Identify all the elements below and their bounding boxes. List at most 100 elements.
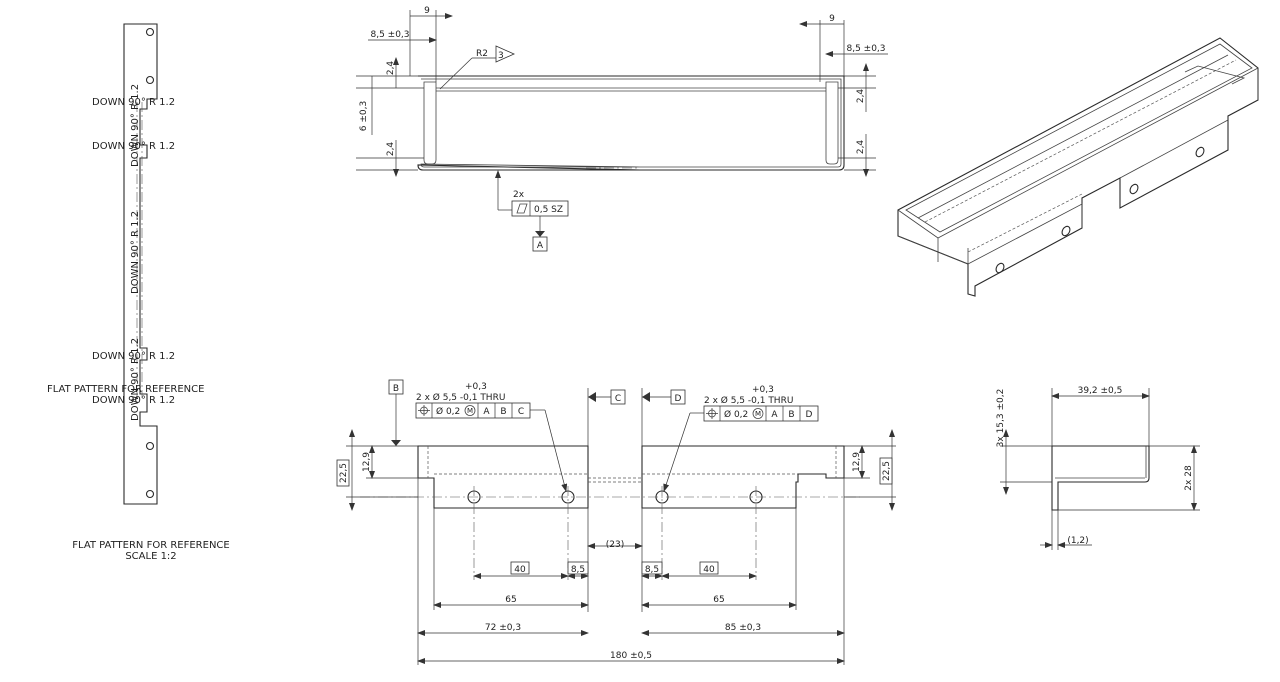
dim-9-left: 9 [424,6,430,16]
dim-85-right: 8,5 ±0,3 [846,44,885,54]
hole-left-fcf-datum: C [518,407,524,417]
iso-hole [1195,146,1205,158]
bend-note: DOWN 90° R 1.2 [92,395,175,406]
dim-85-left: 8,5 ±0,3 [370,30,409,40]
hole-right-fcf: Ø 0,2 M A B D [703,405,819,422]
dim-24-b: 2,4 [386,142,396,157]
dim-85-total: 85 ±0,3 [725,623,761,633]
top-right-return [825,81,839,165]
datum-d-box [670,389,686,405]
iso-hidden-edge [967,193,1083,253]
side-view: 39,2 ±0,5 3x 15,3 ±0,2 2x 28 (1,2) [996,386,1200,550]
mmc-icon [752,408,764,419]
iso-left-tab [967,203,1083,265]
side-profile [1051,445,1150,511]
iso-tray-inner [905,43,1253,233]
dim-40-right-box [699,561,719,575]
bend-note-vertical: DOWN 90° R 1.2 [130,211,141,294]
top-view: 9 8,5 ±0,3 R2 3 9 8,5 ±0,3 2,4 6 ±0,3 2,… [356,6,888,252]
flat-pattern-overlap-label: FLAT PATTERN FOR REFERENCE [47,384,204,395]
front-view: B C D +0,3 2 x Ø 5,5 -0,1 THRU [336,379,896,665]
hole-left-fcf-datum: A [483,407,490,417]
dim-28: 2x 28 [1184,465,1194,491]
dim-65-right: 65 [713,595,724,605]
flat-pattern-view: DOWN 90° R 1.2 DOWN 90° R 1.2 DOWN 90° R… [47,23,230,562]
hole-right-callout: 2 x Ø 5,5 -0,1 THRU [704,395,793,406]
dim-225-right-box [879,457,893,485]
radius-label: R2 [476,49,488,59]
iso-hole [1129,183,1139,195]
hole-right-tol-upper: +0,3 [752,385,774,395]
flat-hole [145,27,155,37]
datum-c: C [615,394,621,404]
bend-note: DOWN 90° R 1.2 [92,141,175,152]
dim-12: (1,2) [1067,536,1088,546]
datum-a: A [537,241,544,251]
dim-129-left: 12,9 [362,452,372,472]
bend-note: DOWN 90° R 1.2 [92,97,175,108]
hole-right-fcf-tol: Ø 0,2 [724,409,748,420]
iso-hole [995,262,1005,274]
dim-72: 72 ±0,3 [485,623,521,633]
hole-right-fcf-datum: A [771,410,778,420]
front-right-profile [641,445,845,509]
dim-85-left: 8,5 [571,565,585,575]
iso-inner-edge [917,54,1229,219]
flatness-count: 2x [513,190,525,200]
dim-40-left-box [510,561,530,575]
datum-a-box [532,236,548,252]
hole-left-tol-upper: +0,3 [465,382,487,392]
iso-return-flange [1184,65,1246,85]
dim-225-left: 22,5 [339,463,349,483]
hole-right-fcf-datum: D [806,410,813,420]
dim-24-a: 2,4 [386,61,396,76]
datum-c-box [610,389,626,405]
position-icon [418,405,430,416]
bend-note-vertical: DOWN 90° R 1.2 [130,338,141,421]
dim-85-left-box [567,561,589,575]
hole-left-fcf: Ø 0,2 M A B C [415,402,531,419]
flat-hole [145,75,155,85]
flat-hole [145,489,155,499]
dim-6: 6 ±0,3 [359,101,369,131]
dim-85-right-box [641,561,663,575]
flatness-value: 0,5 SZ [534,205,563,215]
iso-bottom-edge [897,235,969,265]
bend-note-vertical: DOWN 90° R 1.2 [130,84,141,167]
hole-left-fcf-tol: Ø 0,2 [436,406,460,417]
iso-hole [1061,225,1071,237]
dim-9-right: 9 [829,14,835,24]
dim-40-left: 40 [514,565,526,575]
flatness-icon [516,203,528,214]
datum-b: B [393,384,399,394]
dim-392: 39,2 ±0,5 [1078,386,1123,396]
dim-225-left-box [336,459,350,487]
top-left-return [423,81,437,165]
isometric-view [897,37,1259,297]
dim-85-right: 8,5 [645,565,659,575]
weld-symbol-number: 3 [498,51,504,61]
dim-24-c: 2,4 [856,89,866,104]
dim-225-right: 22,5 [882,461,892,481]
hole-right-fcf-m: M [755,410,761,418]
dim-40-right: 40 [703,565,715,575]
weld-symbol-flag [495,45,515,63]
dim-65-left: 65 [505,595,516,605]
iso-hidden-edge [924,59,1237,223]
iso-right-tab [1119,119,1229,179]
top-inner-profile [420,78,842,168]
dim-180: 180 ±0,5 [610,651,652,661]
top-outer-profile [417,75,845,171]
datum-d: D [675,394,682,404]
mmc-icon [464,405,476,416]
hole-left-fcf-m: M [467,407,473,415]
flat-hole [145,441,155,451]
dim-129-right: 12,9 [852,452,862,472]
dim-24-d: 2,4 [856,140,866,155]
dim-153: 3x 15,3 ±0,2 [996,389,1006,448]
hole-right-fcf-datum: B [788,410,794,420]
flat-pattern-outline [123,23,158,505]
position-icon [706,408,718,419]
flat-pattern-scale: SCALE 1:2 [125,551,176,562]
